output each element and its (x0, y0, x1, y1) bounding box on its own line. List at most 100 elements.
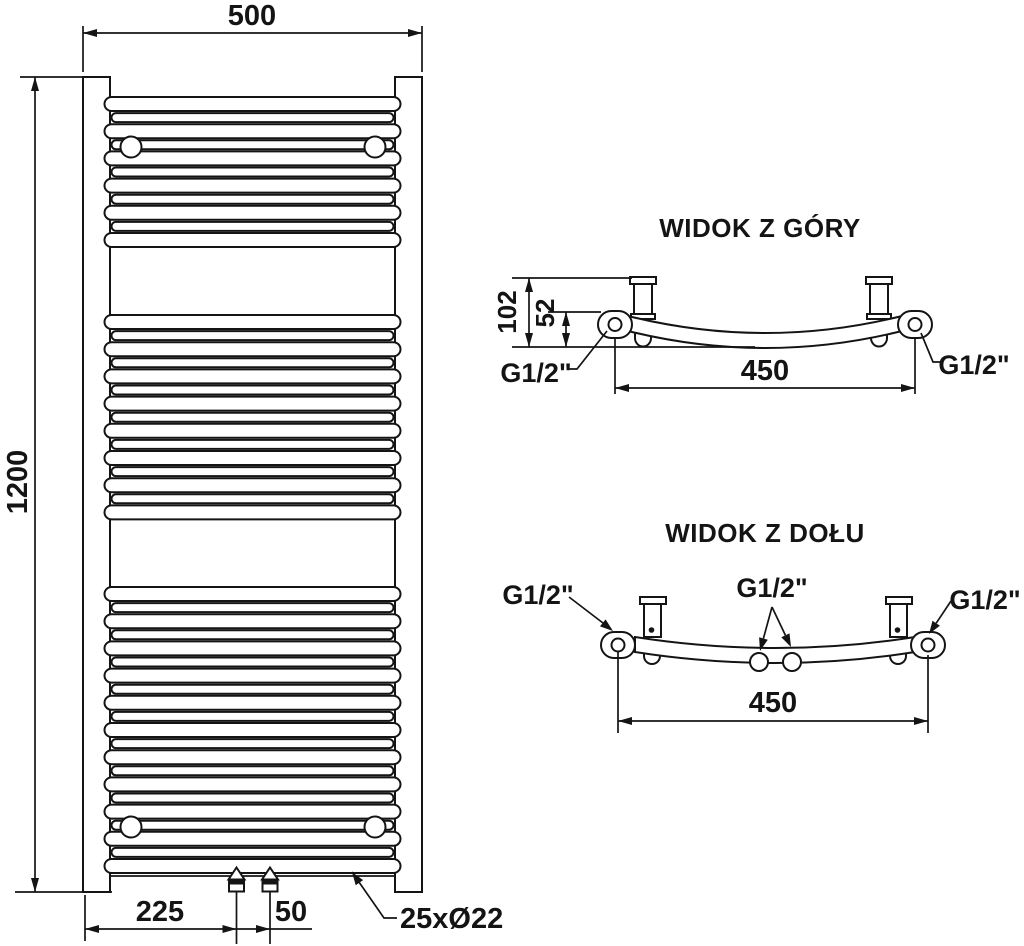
back-bar (110, 193, 395, 205)
arrowhead (562, 312, 570, 326)
bottom-connection-right (260, 865, 280, 944)
radiator-tube (103, 749, 402, 766)
back-bar (110, 466, 395, 478)
radiator-tube (103, 613, 402, 630)
arrowhead (562, 333, 570, 347)
back-bar (110, 438, 395, 450)
radiator-tube (103, 150, 402, 167)
radiator-tube (103, 504, 402, 521)
thread-hole-right (920, 637, 936, 653)
arrowhead (352, 872, 364, 886)
dim-height-label: 1200 (2, 450, 34, 515)
arrowhead (31, 878, 39, 892)
leader-line (568, 596, 604, 624)
valve-body (228, 882, 245, 893)
valve-body (261, 882, 279, 893)
dim-height: 1200 (2, 76, 112, 893)
radiator-tube (103, 722, 402, 738)
leader-line (935, 600, 952, 624)
curved-tube (634, 635, 916, 664)
arrowhead (929, 620, 940, 634)
radiator-tubes (103, 96, 402, 874)
arrowhead (31, 77, 39, 91)
back-bar (110, 602, 395, 614)
arrowhead (759, 637, 768, 651)
bracket-screw-dot (894, 627, 901, 633)
back-bar (110, 112, 395, 124)
dim-width: 500 (82, 0, 423, 72)
dim-width-label: 500 (228, 0, 276, 32)
back-bar (110, 819, 395, 831)
radiator-tube (103, 830, 402, 847)
leader-line (771, 606, 787, 636)
dim-bottom-connections: 225 50 (84, 895, 312, 941)
arrowhead (525, 333, 533, 347)
radiator-tube (103, 96, 402, 112)
back-bar (110, 357, 395, 369)
arrowhead (525, 278, 533, 292)
radiator-tube (103, 204, 402, 221)
dim-span-label: 450 (749, 687, 797, 719)
back-bar (110, 765, 395, 777)
bracket-circle-top-right (363, 135, 387, 159)
bracket-cap (865, 276, 893, 285)
bracket-screw-dot (648, 627, 655, 633)
dim-span-bottom: 450 (617, 652, 929, 733)
bracket-flange (866, 313, 892, 320)
radiator-tube (103, 477, 402, 494)
dim-span-label: 450 (741, 355, 789, 387)
radiator-tube (103, 450, 402, 466)
wall-bracket-right (885, 596, 913, 665)
dim-depth-label: 102 (492, 290, 522, 333)
thread-right-label: G1/2" (949, 585, 1020, 615)
dim-hook-depth-label: 52 (530, 299, 560, 328)
radiator-tube (103, 640, 402, 657)
leader-line (920, 332, 941, 363)
dim-spacing-label: 50 (275, 896, 307, 928)
radiator-tube (103, 123, 402, 140)
center-connection-left (749, 652, 769, 672)
back-bar (110, 220, 395, 232)
arrowhead (914, 717, 928, 725)
arrowhead (408, 29, 422, 37)
radiator-tube (103, 422, 402, 439)
bracket-circle-bottom-right (363, 815, 387, 839)
arrowhead (600, 619, 613, 631)
thread-left-label: G1/2" (500, 358, 571, 388)
radiator-tube (103, 232, 402, 248)
back-bar (110, 166, 395, 178)
arrowhead (615, 384, 629, 392)
thread-right-label: G1/2" (938, 350, 1009, 380)
radiator-tube (103, 314, 402, 330)
back-bar (110, 411, 395, 423)
arrowhead (256, 925, 270, 933)
leader-line (351, 871, 397, 919)
arrowhead (781, 633, 791, 647)
bracket-cap (639, 596, 667, 605)
dim-depth: 102 52 (492, 277, 755, 348)
radiator-tube (103, 586, 402, 602)
bracket-post (889, 603, 908, 638)
arrowhead (901, 384, 915, 392)
dim-offset-label: 225 (136, 896, 184, 928)
radiator-tube (103, 368, 402, 385)
back-bar (110, 629, 395, 641)
thread-hole-right (907, 317, 923, 332)
back-bar (110, 683, 395, 695)
back-bar (110, 792, 395, 804)
bracket-post (643, 603, 662, 638)
radiator-tube (103, 694, 402, 711)
bottom-view-title: WIDOK Z DOŁU (665, 518, 865, 548)
radiator-tube (103, 667, 402, 684)
arrowhead (618, 717, 632, 725)
bracket-circle-top-left (119, 135, 143, 159)
radiator-tube (103, 858, 402, 874)
wall-bracket-right (865, 276, 893, 348)
curved-tube (627, 314, 903, 349)
front-view (82, 76, 423, 944)
thread-center-label: G1/2" (736, 573, 807, 603)
bracket-circle-bottom-left (119, 815, 143, 839)
bracket-cap (629, 276, 657, 285)
thread-hole-left (607, 317, 623, 332)
